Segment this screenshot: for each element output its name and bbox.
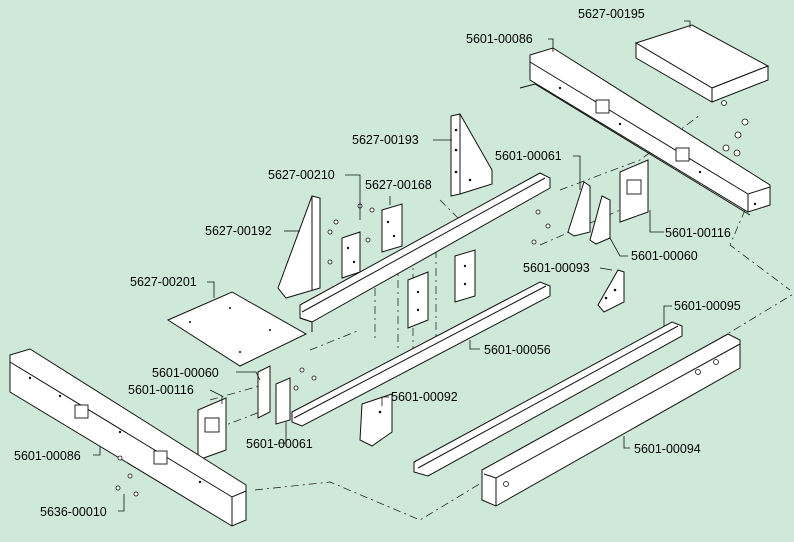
label-5601-00086-top: 5601-00086 xyxy=(466,32,533,46)
leader-lines xyxy=(93,20,691,512)
label-5601-00116-left: 5601-00116 xyxy=(128,383,194,397)
label-5601-00061-top: 5601-00061 xyxy=(495,149,562,163)
label-5601-00086-left: 5601-00086 xyxy=(14,449,81,463)
part-brackets-210-168 xyxy=(327,203,403,279)
part-long-channel-095 xyxy=(413,321,683,477)
part-gusset-plate-193 xyxy=(450,113,493,197)
label-5627-00192: 5627-00192 xyxy=(205,224,272,238)
label-5627-00195: 5627-00195 xyxy=(578,7,645,21)
label-5601-00060-left: 5601-00060 xyxy=(152,366,219,380)
part-cover-plate-top xyxy=(634,24,770,106)
label-5601-00056: 5601-00056 xyxy=(484,343,551,357)
label-5636-00010: 5636-00010 xyxy=(40,505,107,519)
label-5601-00061-bottom: 5601-00061 xyxy=(246,437,313,451)
part-side-rail-094 xyxy=(481,333,741,507)
part-gusset-plate-192 xyxy=(277,195,321,299)
label-5627-00201: 5627-00201 xyxy=(130,275,197,289)
label-5601-00093: 5601-00093 xyxy=(523,261,590,275)
part-side-rail-left xyxy=(9,348,247,527)
label-5601-00116-right: 5601-00116 xyxy=(665,226,731,240)
label-5601-00095: 5601-00095 xyxy=(674,299,741,313)
label-5627-00193: 5627-00193 xyxy=(352,133,419,147)
label-5601-00094: 5601-00094 xyxy=(634,442,701,456)
label-5601-00092: 5601-00092 xyxy=(391,390,458,404)
label-5601-00060-right: 5601-00060 xyxy=(631,249,698,263)
part-floor-plate-201 xyxy=(166,291,308,367)
part-right-brackets xyxy=(531,159,649,245)
part-mid-channel xyxy=(291,281,551,427)
part-upper-channel xyxy=(299,172,551,332)
part-bracket-093 xyxy=(597,269,625,313)
part-bracket-092 xyxy=(359,393,393,447)
label-5627-00210: 5627-00210 xyxy=(268,168,335,182)
part-side-rail-right xyxy=(519,47,771,216)
label-5627-00168: 5627-00168 xyxy=(365,178,432,192)
part-left-brackets xyxy=(197,365,317,461)
part-center-brackets xyxy=(407,249,476,329)
